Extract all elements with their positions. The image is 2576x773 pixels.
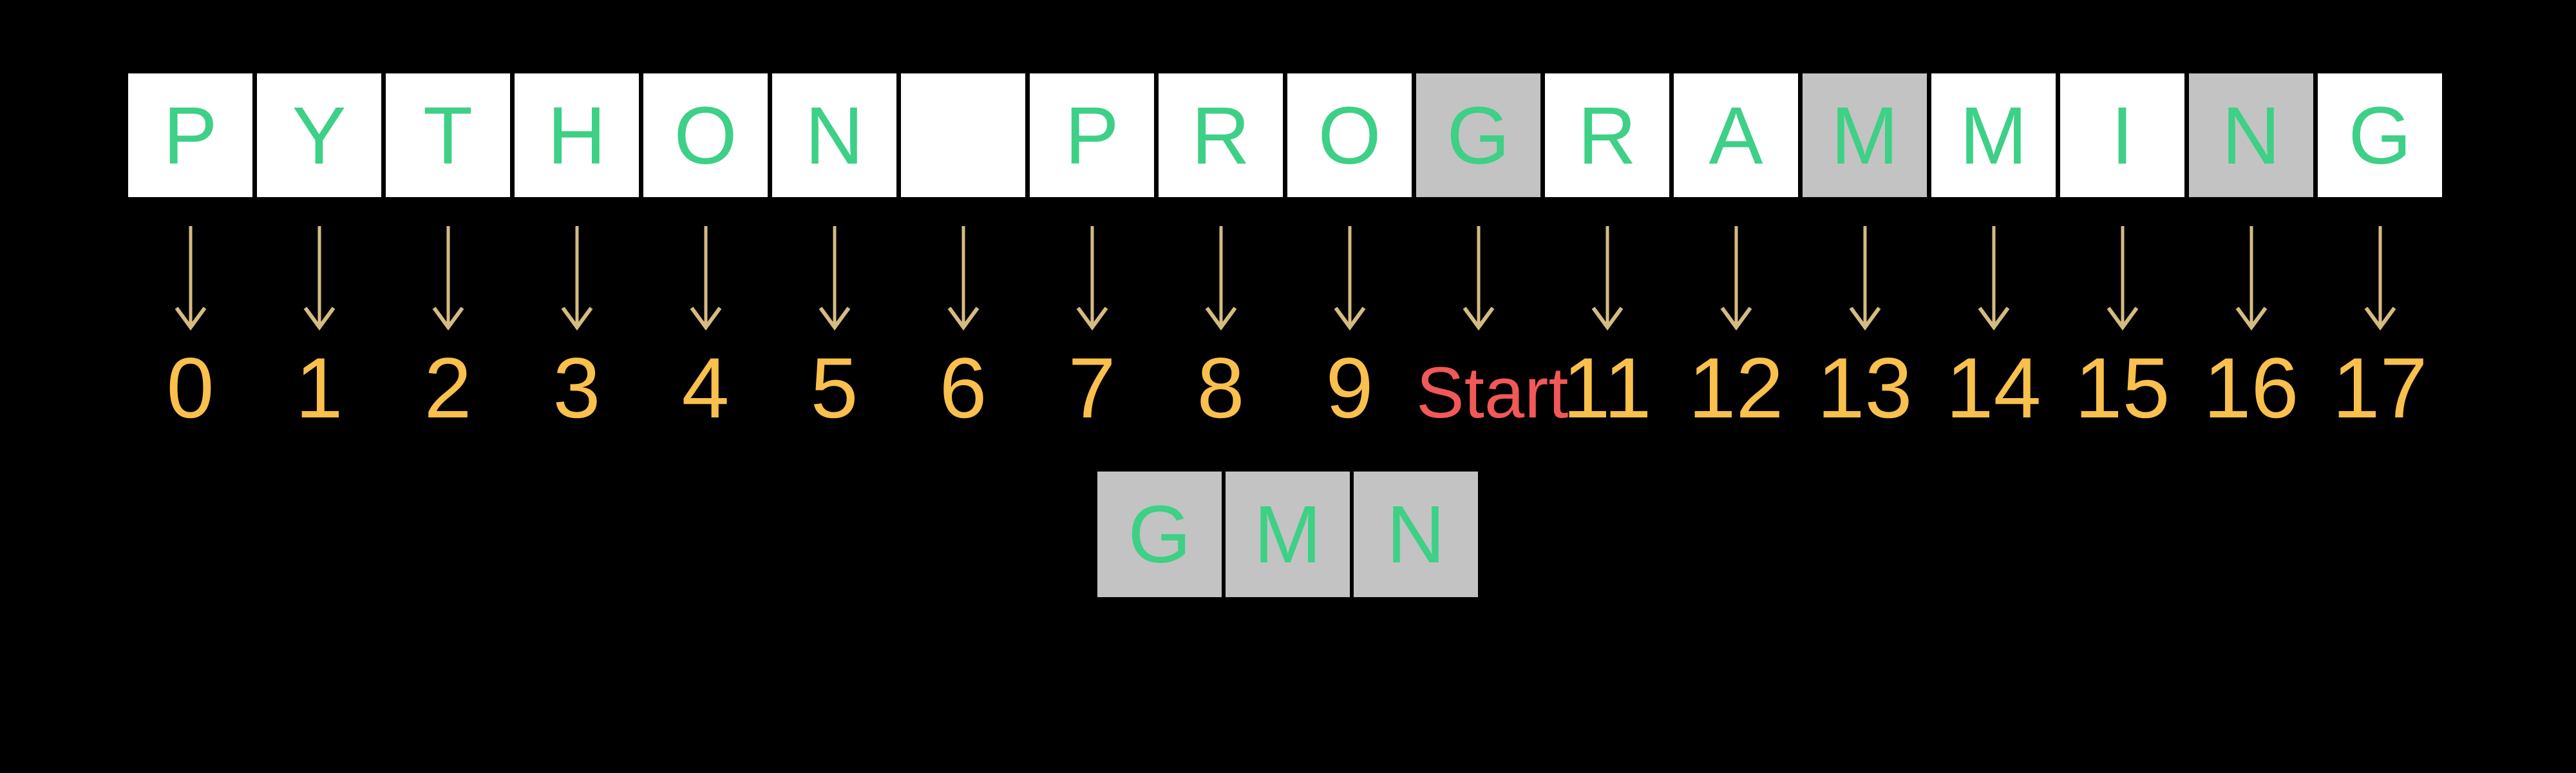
down-arrow-icon (1803, 224, 1927, 331)
string-cell-3: H (515, 73, 639, 197)
down-arrow-icon (1416, 224, 1540, 331)
string-cell-5: N (772, 73, 896, 197)
string-cell-2: T (386, 73, 510, 197)
index-label-4: 4 (681, 341, 730, 436)
index-label-0: 0 (166, 341, 214, 436)
index-label-8: 8 (1197, 341, 1245, 436)
string-cell-1: Y (257, 73, 381, 197)
result-cell-1: M (1226, 472, 1350, 597)
string-cell-15: I (2060, 73, 2184, 197)
start-label: Start (1416, 352, 1569, 433)
index-label-14: 14 (1946, 341, 2041, 436)
down-arrow-icon (1159, 224, 1283, 331)
down-arrow-icon (2318, 224, 2442, 331)
index-label-9: 9 (1325, 341, 1374, 436)
string-cell-13: M (1803, 73, 1927, 197)
down-arrow-icon (128, 224, 252, 331)
index-label-13: 13 (1817, 341, 1913, 436)
string-cell-17: G (2318, 73, 2442, 197)
string-cell-6 (901, 73, 1025, 197)
down-arrow-icon (1545, 224, 1669, 331)
index-arrows-row (128, 224, 2442, 331)
string-cell-0: P (128, 73, 252, 197)
index-label-6: 6 (939, 341, 987, 436)
index-label-12: 12 (1688, 341, 1784, 436)
down-arrow-icon (257, 224, 381, 331)
index-label-11: 11 (1562, 341, 1652, 436)
string-cell-16: N (2189, 73, 2313, 197)
down-arrow-icon (901, 224, 1025, 331)
down-arrow-icon (1030, 224, 1154, 331)
down-arrow-icon (515, 224, 639, 331)
string-cell-8: R (1159, 73, 1283, 197)
string-cell-9: O (1287, 73, 1412, 197)
result-cell-2: N (1354, 472, 1478, 597)
string-cell-10: G (1416, 73, 1540, 197)
result-cell-0: G (1097, 472, 1222, 597)
string-cell-12: A (1674, 73, 1798, 197)
string-cell-14: M (1931, 73, 2056, 197)
string-cell-11: R (1545, 73, 1669, 197)
string-cell-4: O (643, 73, 768, 197)
down-arrow-icon (1674, 224, 1798, 331)
down-arrow-icon (1931, 224, 2056, 331)
index-label-5: 5 (810, 341, 858, 436)
down-arrow-icon (386, 224, 510, 331)
string-cell-7: P (1030, 73, 1154, 197)
index-label-2: 2 (424, 341, 472, 436)
down-arrow-icon (2189, 224, 2313, 331)
index-label-16: 16 (2203, 341, 2299, 436)
index-label-15: 15 (2074, 341, 2170, 436)
index-label-1: 1 (295, 341, 343, 436)
index-label-7: 7 (1068, 341, 1116, 436)
down-arrow-icon (772, 224, 896, 331)
down-arrow-icon (2060, 224, 2184, 331)
index-label-3: 3 (553, 341, 601, 436)
down-arrow-icon (643, 224, 768, 331)
down-arrow-icon (1287, 224, 1412, 331)
index-label-17: 17 (2332, 341, 2428, 436)
